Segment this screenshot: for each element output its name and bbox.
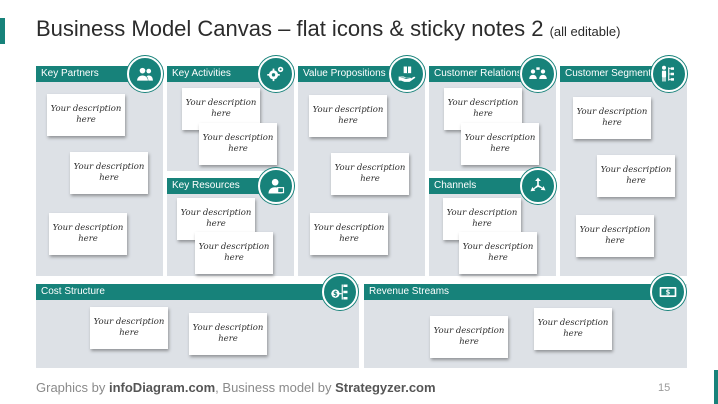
revenue-streams-block: Revenue Streams	[364, 284, 687, 368]
value-propositions-header: Value Propositions	[298, 66, 397, 82]
footer-middle: , Business model by	[215, 380, 336, 395]
cost-structure-header: Cost Structure	[36, 284, 331, 300]
customer-relationships-header: Customer Relationships	[429, 66, 528, 82]
channels-icon	[520, 168, 556, 204]
svg-text:$: $	[333, 290, 338, 298]
key-partners-header: Key Partners	[36, 66, 135, 82]
sticky-note[interactable]: Your description here	[47, 94, 125, 136]
title-sub: (all editable)	[549, 24, 621, 39]
sticky-note[interactable]: Your description here	[309, 95, 387, 137]
accent-bar	[0, 18, 5, 44]
svg-text:$: $	[666, 289, 671, 297]
key-activities-header: Key Activities	[167, 66, 266, 82]
channels-header: Channels	[429, 178, 528, 194]
key-resources-header: Key Resources	[167, 178, 266, 194]
gift-hand-icon	[389, 56, 425, 92]
sticky-note[interactable]: Your description here	[90, 307, 168, 349]
sticky-note[interactable]: Your description here	[70, 152, 148, 194]
sticky-note[interactable]: Your description here	[49, 213, 127, 255]
accent-edge	[714, 370, 718, 404]
footer-brand-strategyzer[interactable]: Strategyzer.com	[335, 380, 436, 395]
sticky-note[interactable]: Your description here	[461, 123, 539, 165]
sticky-note[interactable]: Your description here	[459, 232, 537, 274]
footer-prefix: Graphics by	[36, 380, 109, 395]
key-partners-icon	[127, 56, 163, 92]
cost-icon: $	[322, 274, 358, 310]
sticky-note[interactable]: Your description here	[576, 215, 654, 257]
relationship-icon	[520, 56, 556, 92]
sticky-note[interactable]: Your description here	[310, 213, 388, 255]
title-main: Business Model Canvas – flat icons & sti…	[36, 16, 544, 41]
page-number: 15	[658, 382, 671, 394]
sticky-note[interactable]: Your description here	[573, 97, 651, 139]
money-icon: $	[650, 274, 686, 310]
footer-credits: Graphics by infoDiagram.com, Business mo…	[36, 380, 436, 395]
revenue-streams-header: Revenue Streams	[364, 284, 659, 300]
footer-brand-infodiagram[interactable]: infoDiagram.com	[108, 380, 216, 395]
slide-title: Business Model Canvas – flat icons & sti…	[36, 16, 620, 42]
sticky-note[interactable]: Your description here	[331, 153, 409, 195]
sticky-note[interactable]: Your description here	[199, 123, 277, 165]
sticky-note[interactable]: Your description here	[189, 313, 267, 355]
sticky-note[interactable]: Your description here	[534, 308, 612, 350]
sticky-note[interactable]: Your description here	[597, 155, 675, 197]
gear-icon	[258, 56, 294, 92]
sticky-note[interactable]: Your description here	[195, 232, 273, 274]
sticky-note[interactable]: Your description here	[430, 316, 508, 358]
user-resource-icon	[258, 168, 294, 204]
customer-segments-header: Customer Segments	[560, 66, 659, 82]
segments-icon	[651, 56, 687, 92]
